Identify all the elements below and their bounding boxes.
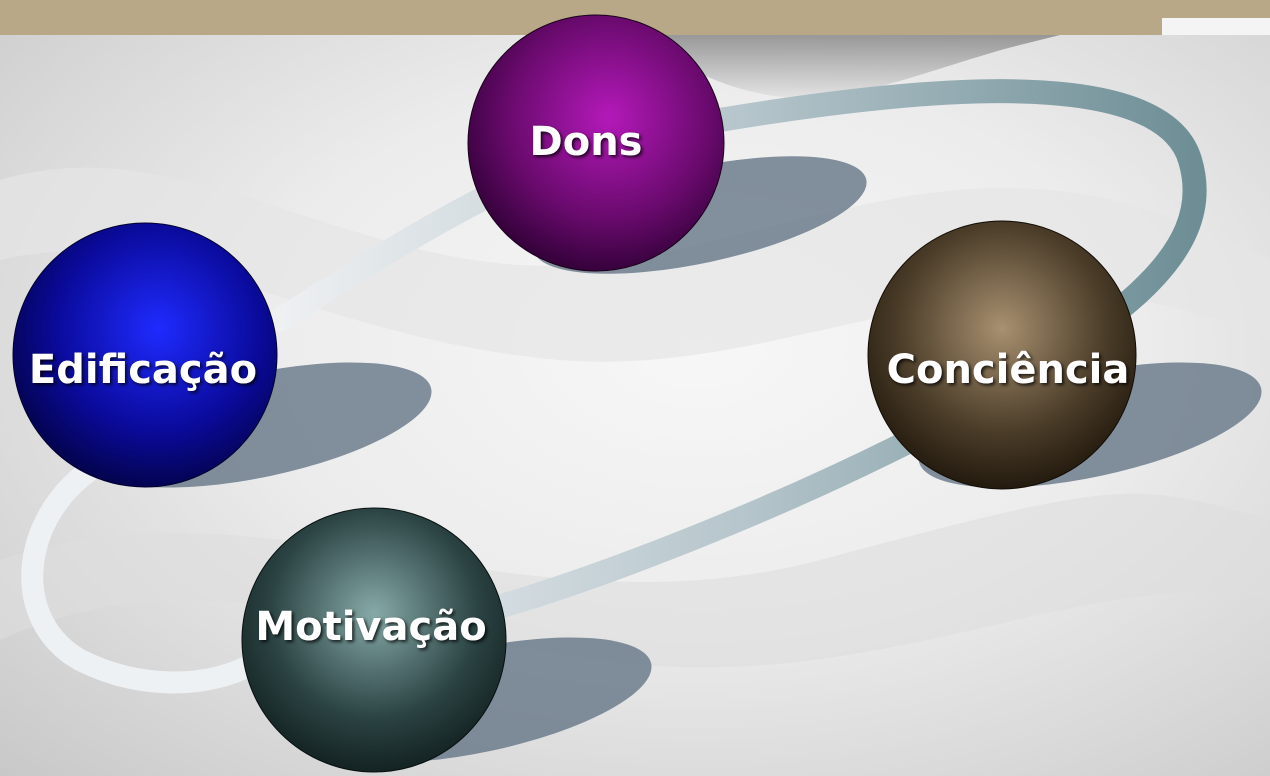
top-banner-right [1162,0,1270,18]
node-dons-sphere [467,14,725,272]
node-conciencia-sphere [867,220,1137,490]
node-edificacao-label: Edificação [28,347,258,393]
node-motivacao-sphere [241,507,507,773]
node-dons-label: Dons [529,119,643,165]
flower-decoration [640,35,1060,99]
fabric-fold [0,493,1270,668]
connecting-ring [21,459,271,694]
node-edificacao-sphere [12,222,278,488]
top-banner-notch [1162,18,1270,35]
node-motivacao-label: Motivação [255,604,487,650]
node-conciencia-label: Conciência [886,347,1130,393]
